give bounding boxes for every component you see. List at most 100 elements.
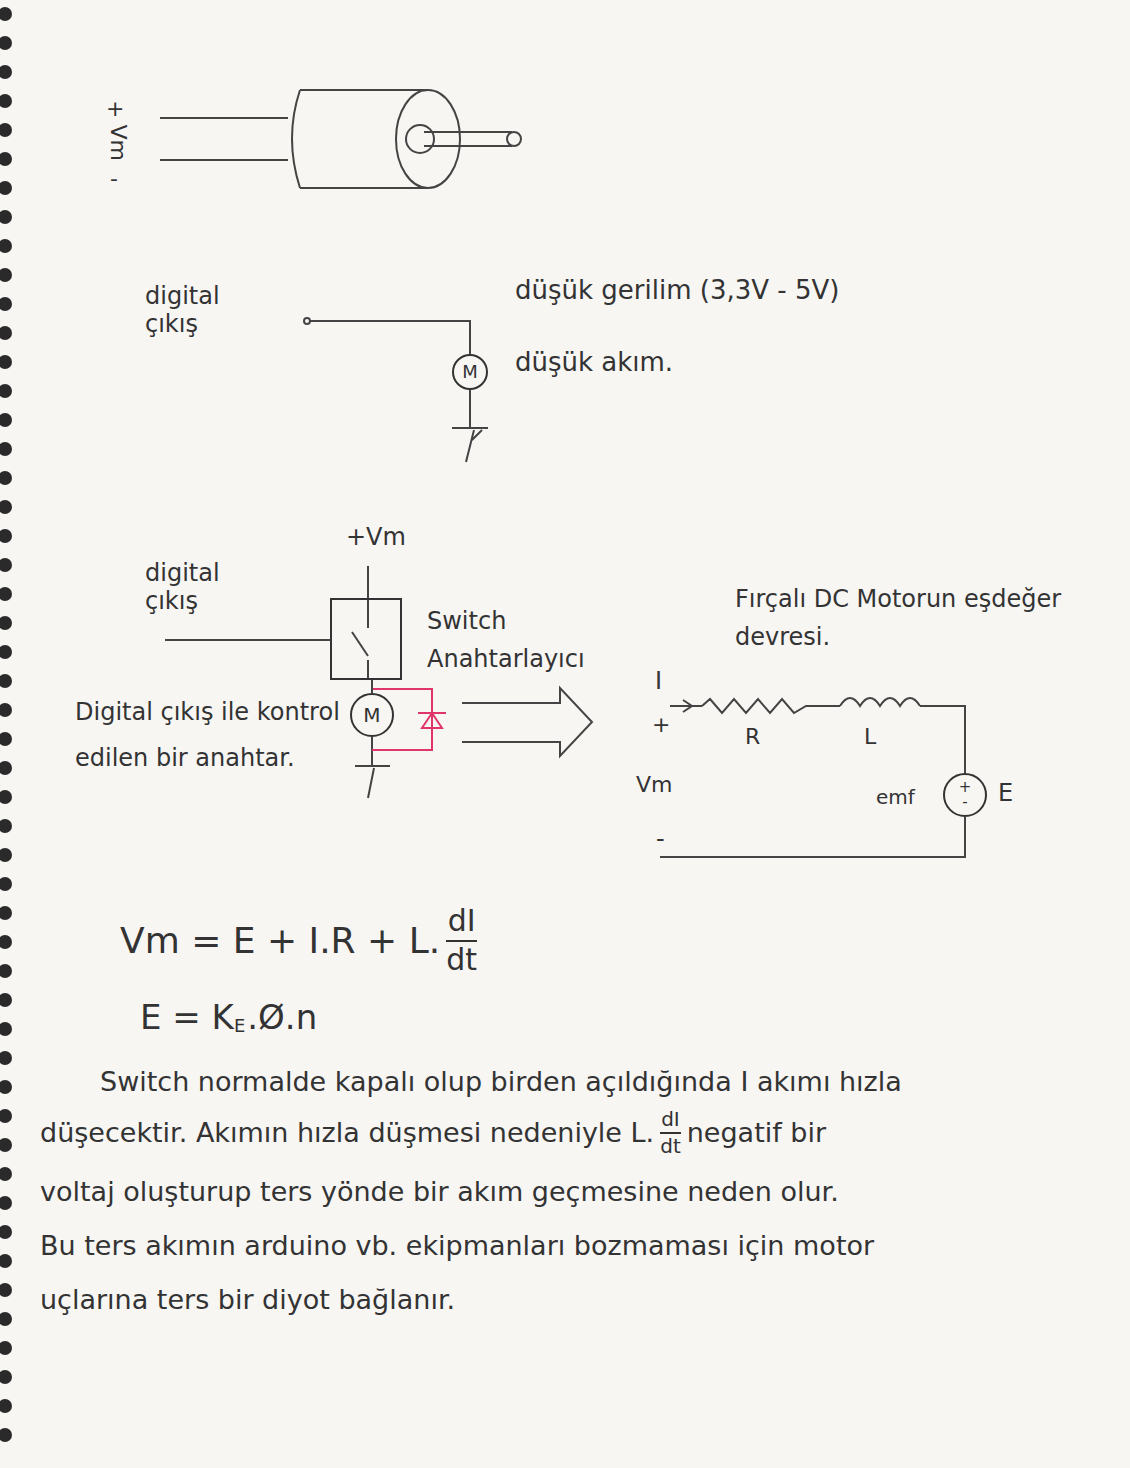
note-text: L [864, 724, 876, 749]
current-arrow [683, 700, 692, 712]
spiral-hole [0, 587, 12, 601]
note-text: digital çıkış [145, 560, 265, 615]
motor-body [300, 187, 428, 189]
note-text: düşük gerilim (3,3V - 5V) [515, 276, 839, 306]
wire [660, 817, 965, 857]
fraction: dIdt [446, 904, 477, 977]
spiral-hole [0, 1138, 12, 1152]
motor-shaft [424, 132, 512, 146]
wire [160, 159, 288, 161]
note-text: negatif bir [687, 1117, 826, 1148]
spiral-hole [0, 268, 12, 282]
flyback-diode-wire [372, 689, 432, 750]
ground-symbol [452, 428, 488, 462]
note-text: I [655, 668, 662, 696]
text-row: düşecektir. Akımın hızla düşmesi nedeniy… [40, 1108, 826, 1158]
spiral-hole [0, 1312, 12, 1326]
flyback-diode [418, 713, 446, 728]
spiral-hole [0, 1196, 12, 1210]
motor-sketch [160, 90, 521, 188]
spiral-hole [0, 1428, 12, 1442]
note-text: E [998, 780, 1013, 808]
spiral-hole [0, 703, 12, 717]
note-text: Fırçalı DC Motorun eşdeğer devresi. [735, 580, 1065, 657]
fraction-bar [446, 940, 477, 942]
note-text: emf [876, 786, 915, 809]
spiral-hole [0, 819, 12, 833]
motor-symbol: M [350, 693, 394, 737]
spiral-hole [0, 761, 12, 775]
text-row: Vm = E + I.R + L.dIdt [120, 904, 477, 977]
note-text: düşecektir. Akımın hızla düşmesi nedeniy… [40, 1117, 654, 1148]
emf-source: +- [943, 773, 987, 817]
spiral-holes [0, 7, 12, 1442]
spiral-hole [0, 500, 12, 514]
wire-connector [371, 680, 373, 693]
spiral-hole [0, 7, 12, 21]
direct-drive-sketch [304, 318, 488, 462]
spiral-hole [0, 1109, 12, 1123]
spiral-hole [0, 674, 12, 688]
spiral-hole [0, 65, 12, 79]
fraction-numerator: dI [661, 1108, 680, 1131]
note-text: Bu ters akımın arduino vb. ekipmanları b… [40, 1230, 874, 1261]
spiral-hole [0, 1254, 12, 1268]
motor-body [300, 89, 428, 91]
note-text: + [652, 712, 670, 737]
subscript: E [234, 1016, 245, 1037]
motor-hub [406, 125, 434, 153]
node-text: M [462, 363, 478, 381]
spiral-hole [0, 1341, 12, 1355]
spiral-hole [0, 239, 12, 253]
switch-contact [352, 600, 368, 680]
fraction-numerator: dI [448, 904, 476, 939]
spiral-hole [0, 36, 12, 50]
spiral-hole [0, 732, 12, 746]
spiral-hole [0, 616, 12, 630]
wire [920, 706, 965, 773]
spiral-hole [0, 1399, 12, 1413]
wire [367, 566, 369, 598]
wire [371, 737, 373, 766]
note-text: Digital çıkış ile kontrol edilen bir ana… [75, 690, 345, 781]
note-text: - [110, 166, 118, 191]
note-text: digital çıkış [145, 283, 265, 338]
text-row: E = KE.Ø.n [140, 998, 317, 1037]
resistor-symbol [702, 699, 840, 713]
spiral-hole [0, 964, 12, 978]
spiral-hole [0, 1080, 12, 1094]
spiral-hole [0, 384, 12, 398]
note-text: Vm = E + I.R + L. [120, 920, 440, 961]
fraction: dIdt [660, 1108, 681, 1158]
note-text: voltaj oluşturup ters yönde bir akım geç… [40, 1176, 839, 1207]
spiral-hole [0, 529, 12, 543]
note-text: düşük akım. [515, 348, 673, 378]
spiral-hole [0, 906, 12, 920]
spiral-hole [0, 790, 12, 804]
note-text: uçlarına ters bir diyot bağlanır. [40, 1284, 455, 1315]
wire [469, 390, 471, 428]
wire [165, 639, 330, 641]
spiral-hole [0, 1370, 12, 1384]
spiral-hole [0, 1051, 12, 1065]
equivalent-circuit [660, 698, 965, 857]
wire [310, 321, 470, 354]
note-text: Switch normalde kapalı olup birden açıld… [100, 1066, 902, 1097]
node-text: M [363, 705, 380, 725]
spiral-hole [0, 645, 12, 659]
motor-symbol: M [452, 354, 488, 390]
note-text: E = K [140, 998, 234, 1037]
spiral-hole [0, 152, 12, 166]
spiral-hole [0, 123, 12, 137]
spiral-hole [0, 1225, 12, 1239]
big-arrow [462, 688, 592, 756]
spiral-hole [0, 210, 12, 224]
motor-body [292, 90, 300, 188]
wire [160, 117, 288, 119]
fraction-bar [660, 1132, 681, 1134]
spiral-hole [0, 413, 12, 427]
spiral-hole [0, 848, 12, 862]
note-text: Vm [106, 124, 131, 160]
motor-face [396, 90, 460, 188]
spiral-hole [0, 297, 12, 311]
